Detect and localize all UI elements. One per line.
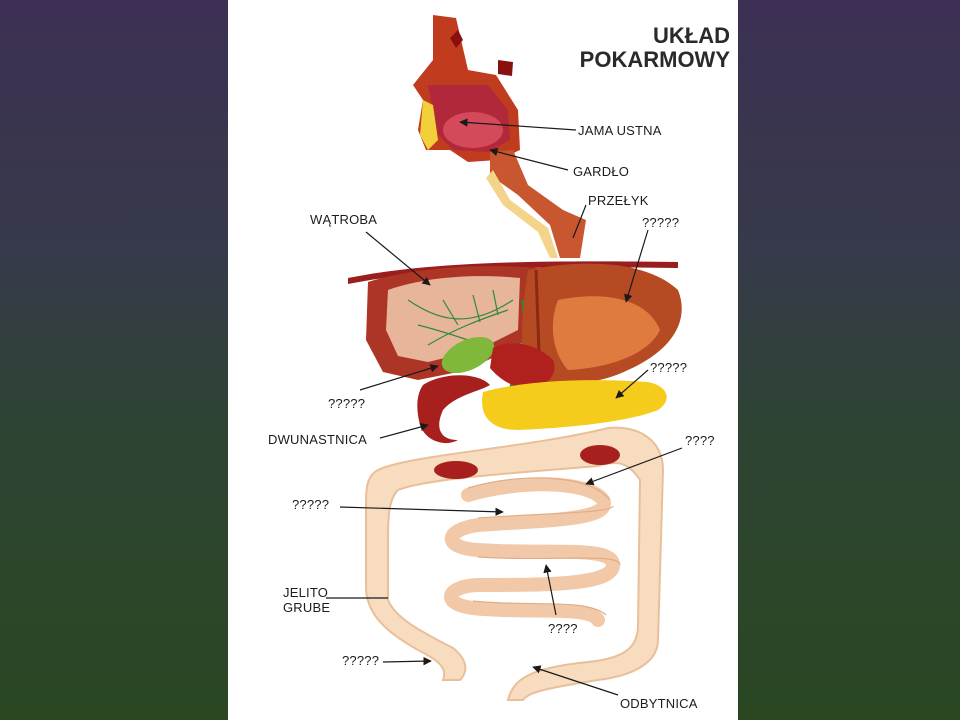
label-mouth: JAMA USTNA <box>578 123 662 138</box>
label-unknown-pancreas: ????? <box>650 360 688 375</box>
label-large-intestine-line1: JELITO <box>283 585 329 600</box>
label-unknown-stomach: ????? <box>642 215 680 230</box>
label-unknown-appendix: ????? <box>342 653 380 668</box>
small-intestine-illustration <box>444 477 621 627</box>
pancreas-illustration <box>482 380 667 430</box>
diagram-title: UKŁAD POKARMOWY <box>568 24 730 72</box>
label-throat: GARDŁO <box>573 164 630 179</box>
diagram-title-line1: UKŁAD <box>653 23 730 48</box>
label-large-intestine-line2: GRUBE <box>283 600 331 615</box>
label-unknown-ileum: ???? <box>548 621 578 636</box>
label-duodenum: DWUNASTNICA <box>268 432 367 447</box>
label-unknown-gallbladder: ????? <box>328 396 366 411</box>
pointer-lines <box>326 118 683 696</box>
stomach-illustration <box>522 263 682 384</box>
head-illustration <box>413 15 520 162</box>
label-unknown-small-intestine: ????? <box>292 497 330 512</box>
duodenum-illustration <box>417 343 555 444</box>
diagram-slide: UKŁAD POKARMOWY JAMA USTNA GARDŁO PRZEŁY… <box>228 0 738 720</box>
esophagus-illustration <box>486 150 586 258</box>
label-esophagus: PRZEŁYK <box>588 193 649 208</box>
gallbladder-illustration <box>441 336 495 374</box>
label-unknown-colon: ???? <box>685 433 715 448</box>
diagram-title-line2: POKARMOWY <box>579 47 730 72</box>
large-intestine-illustration <box>365 426 665 701</box>
label-liver: WĄTROBA <box>310 212 378 227</box>
digestive-system-diagram <box>326 15 683 701</box>
label-rectum: ODBYTNICA <box>620 696 698 711</box>
